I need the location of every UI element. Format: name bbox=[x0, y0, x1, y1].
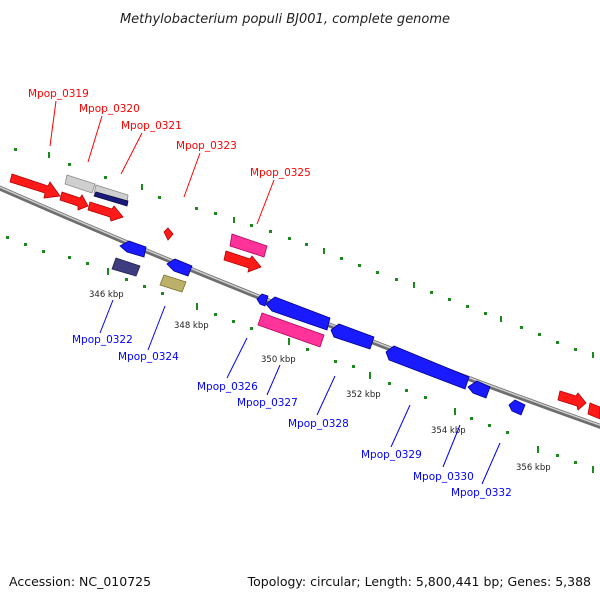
gene-label-mpop-0325[interactable]: Mpop_0325 bbox=[250, 167, 311, 179]
leader-line bbox=[390, 404, 411, 448]
gene-mpop-0322-a[interactable] bbox=[119, 240, 147, 258]
leader-line bbox=[49, 100, 57, 147]
gene-label-mpop-0319[interactable]: Mpop_0319 bbox=[28, 88, 89, 100]
gene-mpop-0325-a[interactable] bbox=[229, 233, 268, 258]
gene-mpop-0321-b[interactable] bbox=[93, 191, 129, 207]
leader-line bbox=[87, 115, 103, 163]
gene-label-mpop-0330[interactable]: Mpop_0330 bbox=[413, 471, 474, 483]
genome-summary-text: Topology: circular; Length: 5,800,441 bp… bbox=[247, 574, 591, 589]
gene-label-mpop-0321[interactable]: Mpop_0321 bbox=[121, 120, 182, 132]
leader-line bbox=[316, 375, 336, 416]
gene-mpop-0320-a[interactable] bbox=[64, 174, 96, 194]
outer-tick-ring bbox=[14, 148, 594, 358]
scale-label: 350 kbp bbox=[261, 355, 296, 365]
map-title: Methylobacterium populi BJ001, complete … bbox=[120, 12, 450, 27]
scale-label: 356 kbp bbox=[516, 463, 551, 473]
gene-mpop-0322-b[interactable] bbox=[111, 257, 141, 277]
scale-label: 346 kbp bbox=[89, 290, 124, 300]
gene-mpop-0327-b[interactable] bbox=[257, 312, 325, 348]
gene-mpop-0329[interactable] bbox=[385, 345, 470, 390]
gene-label-mpop-0326[interactable]: Mpop_0326 bbox=[197, 381, 258, 393]
leader-line bbox=[442, 424, 461, 468]
scale-label: 354 kbp bbox=[431, 426, 466, 436]
gene-label-mpop-0327[interactable]: Mpop_0327 bbox=[237, 397, 298, 409]
gene-mpop-0326[interactable] bbox=[256, 293, 269, 307]
gene-label-mpop-0329[interactable]: Mpop_0329 bbox=[361, 449, 422, 461]
gene-label-mpop-0322[interactable]: Mpop_0322 bbox=[72, 334, 133, 346]
gene-mpop-0328[interactable] bbox=[330, 323, 375, 350]
reverse-genes bbox=[111, 240, 526, 416]
gene-right-1[interactable] bbox=[557, 390, 587, 411]
scale-label: 348 kbp bbox=[174, 321, 209, 331]
leader-line bbox=[147, 305, 166, 351]
leader-line bbox=[120, 132, 143, 175]
inner-tick-ring bbox=[6, 236, 594, 473]
leader-line bbox=[256, 179, 275, 225]
gene-label-mpop-0320[interactable]: Mpop_0320 bbox=[79, 103, 140, 115]
leader-line bbox=[266, 364, 281, 396]
gene-mpop-0319[interactable] bbox=[9, 173, 61, 199]
gene-right-2[interactable] bbox=[587, 402, 600, 420]
gene-label-mpop-0324[interactable]: Mpop_0324 bbox=[118, 351, 179, 363]
scale-label: 352 kbp bbox=[346, 390, 381, 400]
gene-mpop-0325-b[interactable] bbox=[223, 250, 262, 273]
gene-mpop-0327-a[interactable] bbox=[265, 296, 331, 331]
leader-line bbox=[183, 152, 201, 198]
gene-mpop-0324-a[interactable] bbox=[166, 258, 193, 277]
leader-line bbox=[99, 299, 114, 334]
leader-line bbox=[481, 442, 501, 485]
reverse-label-group: Mpop_0322 Mpop_0324 Mpop_0326 Mpop_0327 … bbox=[72, 299, 512, 499]
gene-mpop-0324-b[interactable] bbox=[159, 274, 187, 293]
forward-label-group: Mpop_0319 Mpop_0320 Mpop_0321 Mpop_0323 … bbox=[28, 88, 311, 225]
leader-line bbox=[226, 337, 248, 379]
gene-mpop-0320-b[interactable] bbox=[59, 191, 89, 211]
gene-label-mpop-0328[interactable]: Mpop_0328 bbox=[288, 418, 349, 430]
gene-label-mpop-0332[interactable]: Mpop_0332 bbox=[451, 487, 512, 499]
forward-genes bbox=[9, 173, 600, 420]
gene-mpop-0321-c[interactable] bbox=[87, 201, 124, 222]
gene-mpop-0323[interactable] bbox=[163, 227, 174, 241]
gene-mpop-0332[interactable] bbox=[508, 399, 526, 416]
gene-label-mpop-0323[interactable]: Mpop_0323 bbox=[176, 140, 237, 152]
genome-backbone-highlight bbox=[0, 186, 600, 427]
accession-text: Accession: NC_010725 bbox=[9, 574, 151, 589]
gene-mpop-0330[interactable] bbox=[467, 380, 491, 399]
